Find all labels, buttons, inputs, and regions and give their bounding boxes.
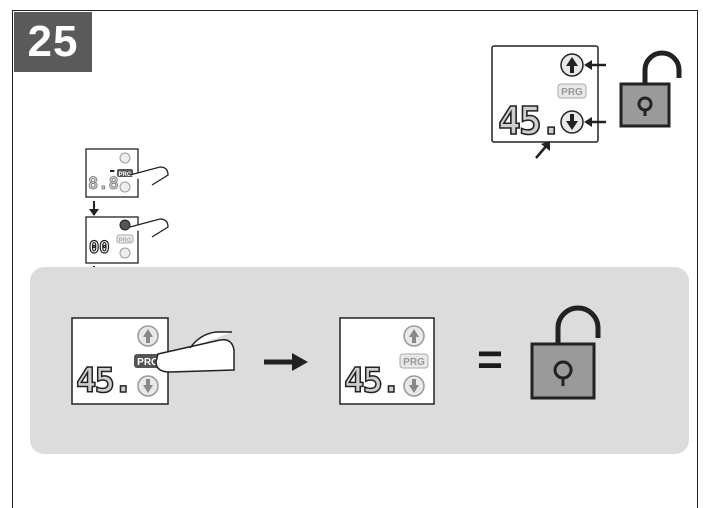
finger-press-icon bbox=[155, 331, 235, 373]
panel1-prg-label: PRG bbox=[137, 357, 159, 368]
sequence-lcd-1-dash: - bbox=[108, 163, 116, 179]
arrow-down-icon bbox=[143, 379, 153, 393]
finger-press-icon bbox=[129, 166, 169, 186]
sequence-displays: 8.8 - PRG 00 PRG bbox=[85, 148, 169, 280]
arrow-down-icon bbox=[566, 114, 578, 130]
arrow-down-icon bbox=[409, 379, 419, 393]
seq1-up-button bbox=[119, 152, 131, 164]
arrow-up-icon bbox=[143, 329, 153, 343]
reference-prg-button bbox=[557, 83, 587, 99]
padlock-body bbox=[619, 82, 671, 128]
seq2-down-button bbox=[119, 247, 131, 259]
step-number-badge: 25 bbox=[14, 12, 92, 72]
panel2-prg-label: PRG bbox=[403, 357, 425, 368]
arrow-up-icon bbox=[566, 57, 578, 73]
seq-arrow-head-1 bbox=[89, 209, 99, 216]
padlock-keyhole bbox=[637, 96, 653, 116]
seq1-down-button bbox=[119, 181, 131, 193]
seq1-prg-label: PRG bbox=[118, 172, 131, 178]
equals-sign: = bbox=[477, 335, 503, 384]
panel2-prg-button bbox=[399, 353, 429, 369]
padlock-open-icon bbox=[530, 305, 601, 400]
finger-press-icon bbox=[129, 218, 169, 238]
pointer-arrow-dot-head bbox=[541, 141, 550, 151]
arrow-right-icon bbox=[264, 353, 308, 371]
panel-lcd-2-value: 45. bbox=[344, 361, 399, 401]
seq2-prg-label: PRG bbox=[118, 238, 131, 244]
equals-sign-text: = bbox=[477, 335, 503, 384]
padlock-open-icon bbox=[642, 50, 682, 84]
arrow-up-icon bbox=[409, 329, 419, 343]
frame-border-left bbox=[12, 10, 13, 508]
frame-border-top bbox=[12, 10, 698, 11]
panel-display-result: 45. PRG bbox=[339, 317, 435, 405]
panel-lcd-1-value: 45. bbox=[76, 361, 131, 401]
panel-display-press-prg: 45. PRG bbox=[71, 317, 235, 405]
reference-display-diagram: 45. PRG bbox=[491, 45, 682, 159]
reference-prg-label: PRG bbox=[561, 87, 583, 98]
sequence-lcd-1-value: 8.8 bbox=[88, 174, 119, 194]
reference-lcd-value: 45. bbox=[498, 99, 561, 143]
panel1-prg-button bbox=[134, 354, 162, 368]
pointer-arrow-down-head bbox=[584, 117, 592, 127]
pointer-arrow-up-head bbox=[584, 60, 592, 70]
seq2-prg-button bbox=[116, 234, 134, 244]
sequence-lcd-2-value: 00 bbox=[89, 238, 109, 258]
seq2-up-button bbox=[119, 219, 131, 231]
frame-border-right bbox=[697, 10, 698, 508]
seq1-prg-button bbox=[117, 169, 133, 177]
